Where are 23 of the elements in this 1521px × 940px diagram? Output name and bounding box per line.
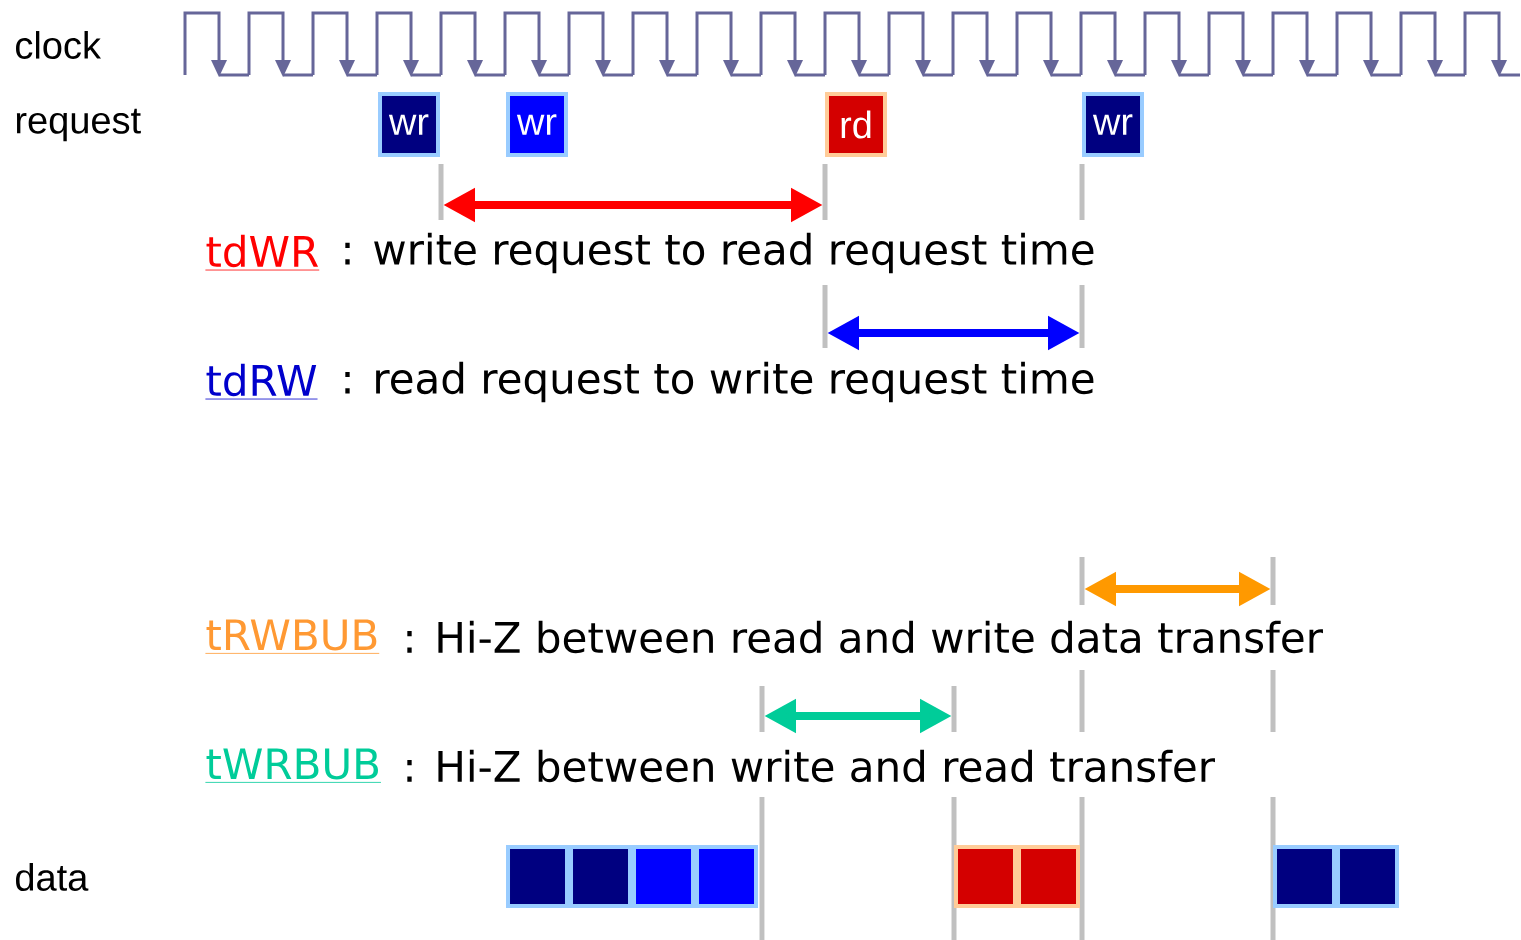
timing-parameter: tdRW [205, 363, 318, 400]
request-box: wr [378, 92, 440, 157]
signal-name: clock [16, 31, 101, 59]
data-cell [506, 845, 569, 908]
data-cell [1336, 845, 1399, 908]
parameter-description: : Hi-Z between write and read transfer [407, 749, 1215, 783]
timing-parameter: tWRBUB [205, 748, 382, 783]
data-cell [1273, 845, 1336, 908]
data-cell [569, 845, 632, 908]
signal-name: request [16, 108, 141, 142]
parameter-description: : Hi-Z between read and write data transfer [407, 620, 1323, 654]
request-box: wr [506, 92, 568, 157]
request-box: rd [825, 92, 887, 157]
data-cell [695, 845, 758, 908]
parameter-description: : write request to read request time [345, 232, 1094, 274]
data-cell [954, 845, 1017, 908]
data-cell [632, 845, 695, 908]
request-box: wr [1082, 92, 1144, 157]
signal-name: data [16, 863, 89, 891]
timing-parameter: tdWR [205, 234, 320, 271]
parameter-description: : read request to write request time [345, 361, 1094, 403]
timing-parameter: tRWBUB [205, 619, 380, 654]
data-cell [1017, 845, 1080, 908]
